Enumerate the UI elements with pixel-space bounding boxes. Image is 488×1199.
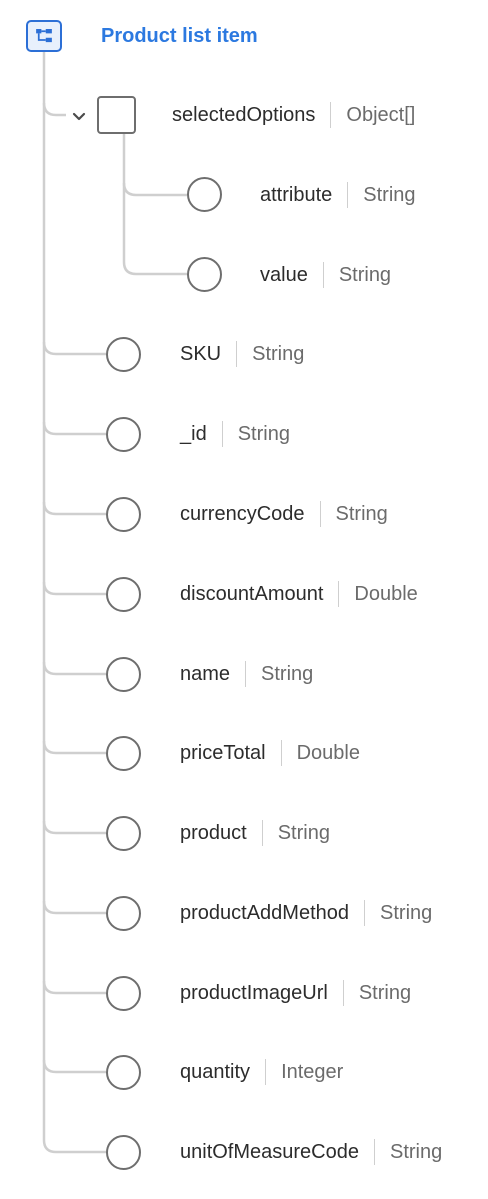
tree-node-quantity[interactable]: quantity Integer [180, 1058, 343, 1086]
field-node-icon[interactable] [187, 177, 222, 212]
field-type: Double [354, 583, 418, 605]
field-type: String [338, 264, 392, 286]
field-node-icon[interactable] [106, 657, 141, 692]
field-name: unitOfMeasureCode [180, 1141, 359, 1163]
field-node-icon[interactable] [106, 497, 141, 532]
separator [373, 1139, 375, 1165]
field-node-icon[interactable] [106, 337, 141, 372]
separator [322, 262, 324, 288]
separator [364, 900, 366, 926]
field-node-icon[interactable] [106, 736, 141, 771]
tree-node-currencycode[interactable]: currencyCode String [180, 500, 388, 528]
field-type: Double [296, 742, 360, 764]
field-node-icon[interactable] [106, 1055, 141, 1090]
field-type: String [237, 423, 290, 445]
field-node-icon[interactable] [106, 577, 141, 612]
tree-node-unitofmeasurecode[interactable]: unitOfMeasureCode String [180, 1138, 442, 1166]
tree-node-selectedoptions[interactable]: selectedOptions Object[] [172, 101, 415, 129]
separator [261, 820, 263, 846]
tree-node-attribute[interactable]: attribute String [260, 181, 416, 209]
field-name: discountAmount [180, 583, 324, 605]
schema-root-title[interactable]: Product list item [101, 25, 258, 47]
tree-node-productaddmethod[interactable]: productAddMethod String [180, 899, 432, 927]
field-name: quantity [180, 1061, 251, 1083]
field-type: String [380, 902, 433, 924]
field-name: priceTotal [180, 742, 266, 764]
field-name: attribute [260, 184, 333, 206]
field-type: Object[] [346, 104, 416, 126]
tree-node-sku[interactable]: SKU String [180, 340, 304, 368]
field-type: String [277, 822, 330, 844]
separator [245, 661, 247, 687]
field-name: productAddMethod [180, 902, 350, 924]
field-name: selectedOptions [172, 104, 316, 126]
field-type: String [252, 343, 305, 365]
field-type: String [389, 1141, 443, 1163]
object-array-node-icon[interactable] [97, 96, 136, 134]
schema-tree-icon[interactable] [26, 20, 62, 52]
field-type: String [358, 982, 412, 1004]
separator [221, 421, 223, 447]
tree-node-productimageurl[interactable]: productImageUrl String [180, 979, 411, 1007]
field-node-icon[interactable] [106, 1135, 141, 1170]
field-node-icon[interactable] [106, 896, 141, 931]
field-name: _id [180, 423, 207, 445]
field-name: SKU [180, 343, 222, 365]
field-type: String [335, 503, 388, 525]
tree-node-pricetotal[interactable]: priceTotal Double [180, 739, 360, 767]
separator [338, 581, 340, 607]
separator [347, 182, 349, 208]
tree-node-discountamount[interactable]: discountAmount Double [180, 580, 418, 608]
separator [236, 341, 238, 367]
field-type: Integer [281, 1061, 344, 1083]
separator [280, 740, 282, 766]
separator [342, 980, 344, 1006]
tree-node-id[interactable]: _id String [180, 420, 290, 448]
field-name: name [180, 663, 231, 685]
tree-node-name[interactable]: name String [180, 660, 313, 688]
tree-node-product[interactable]: product String [180, 819, 330, 847]
field-name: productImageUrl [180, 982, 328, 1004]
separator [319, 501, 321, 527]
field-type: String [261, 663, 314, 685]
field-node-icon[interactable] [187, 257, 222, 292]
field-name: currencyCode [180, 503, 305, 525]
separator [265, 1059, 267, 1085]
field-node-icon[interactable] [106, 816, 141, 851]
chevron-down-icon[interactable] [70, 110, 88, 124]
field-type: String [363, 184, 416, 206]
field-name: product [180, 822, 247, 844]
field-node-icon[interactable] [106, 417, 141, 452]
tree-node-value[interactable]: value String [260, 261, 391, 289]
field-node-icon[interactable] [106, 976, 141, 1011]
field-name: value [260, 264, 308, 286]
separator [330, 102, 332, 128]
